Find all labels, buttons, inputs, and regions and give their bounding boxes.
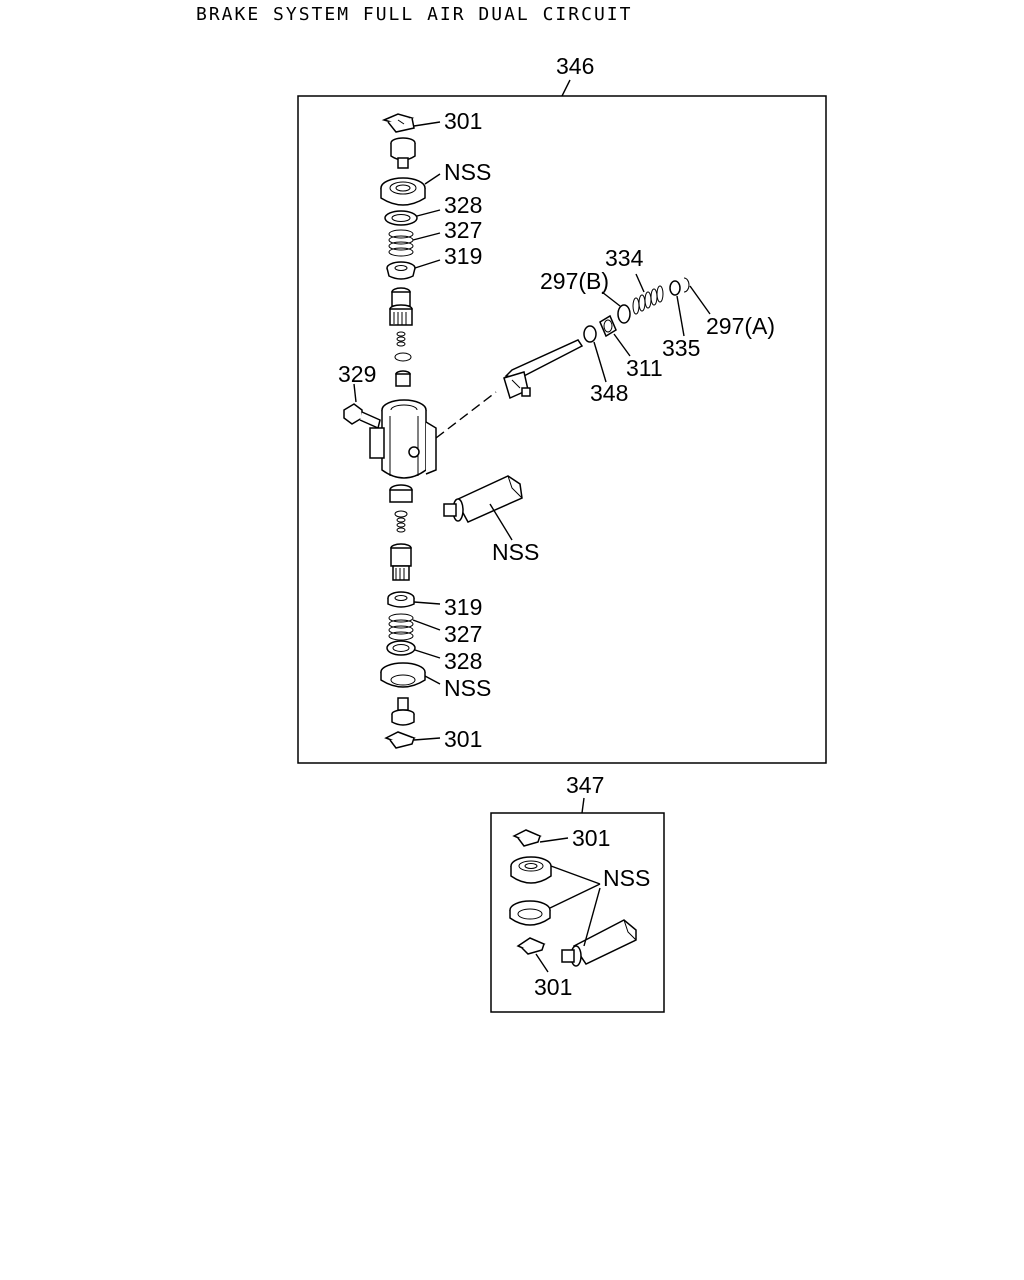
upper-small-spring-part (394, 331, 412, 387)
connection-dash-line (435, 391, 497, 439)
lower-piston-part (389, 484, 413, 581)
label-nss-tube: NSS (492, 539, 539, 565)
top-ring-part (384, 210, 418, 226)
assembly-347-number: 347 (566, 772, 604, 798)
ring-297b-part (617, 304, 631, 324)
label-319-top: 319 (444, 243, 482, 269)
label-297a: 297(A) (706, 313, 775, 339)
ring-297a-part (683, 277, 690, 293)
grease-tube-part (443, 475, 523, 523)
label-328-bottom: 328 (444, 648, 482, 674)
bottom-screw-part (391, 697, 415, 726)
assembly-346-leader (561, 79, 571, 97)
label-297b: 297(B) (540, 268, 609, 294)
washer-335-part (669, 280, 681, 296)
spring-334-part (632, 285, 664, 315)
bolt-329-part (343, 403, 381, 430)
nut-311-part (599, 314, 617, 338)
label-311: 311 (626, 355, 663, 381)
label-319-bottom: 319 (444, 594, 482, 620)
top-screw-part (390, 137, 416, 169)
label-329: 329 (338, 361, 376, 387)
washer-348-part (583, 325, 597, 343)
label-kit-301-top: 301 (572, 825, 610, 851)
label-328-top: 328 (444, 192, 482, 218)
kit-seal-2-part (509, 900, 551, 926)
top-seal-part (380, 177, 426, 206)
assembly-347-frame (490, 812, 665, 1013)
label-nss-top: NSS (444, 159, 491, 185)
kit-seal-1-part (510, 856, 552, 884)
upper-piston-part (389, 287, 413, 326)
assembly-346: 346 301 NSS 328 (297, 53, 827, 764)
bottom-plate-part (384, 731, 416, 749)
label-335: 335 (662, 335, 700, 361)
top-plate-part (381, 113, 415, 133)
bottom-spring-part (388, 613, 414, 641)
kit-top-plate-part (512, 829, 542, 847)
kit-bottom-plate-part (516, 937, 546, 955)
bottom-seal-part (380, 662, 426, 688)
shaft-part (503, 339, 584, 400)
label-334: 334 (605, 245, 644, 271)
bottom-ring-part (386, 640, 416, 656)
label-301-bottom: 301 (444, 726, 482, 752)
label-327-bottom: 327 (444, 621, 482, 647)
top-seat-part (386, 261, 416, 280)
label-nss-bottom: NSS (444, 675, 491, 701)
assembly-347-leader (581, 797, 585, 814)
label-327-top: 327 (444, 217, 482, 243)
assembly-347: 347 301 (490, 772, 665, 1013)
valve-body-part (369, 399, 437, 479)
assembly-346-number: 346 (556, 53, 594, 79)
bottom-seat-part (387, 591, 415, 608)
label-kit-nss: NSS (603, 865, 650, 891)
label-301-top: 301 (444, 108, 482, 134)
label-348: 348 (590, 380, 628, 406)
kit-tube-part (561, 919, 637, 967)
label-kit-301-bottom: 301 (534, 974, 572, 1000)
top-spring-part (388, 229, 414, 257)
page-title: BRAKE SYSTEM FULL AIR DUAL CIRCUIT (196, 4, 633, 25)
